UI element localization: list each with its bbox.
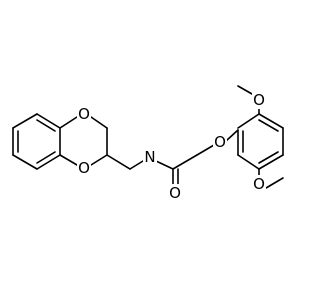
methoxy-oxygen-bottom-label: O xyxy=(253,175,265,193)
ring-oxygen-upper-label: O xyxy=(78,105,90,123)
bond-lines xyxy=(12,85,284,189)
carbonyl-oxygen-label: O xyxy=(169,184,181,202)
ether-oxygen-label: O xyxy=(214,133,226,151)
amide-nitrogen-label: N xyxy=(144,148,155,166)
ring-oxygen-lower-label: O xyxy=(78,159,90,177)
molecule-structure: O O N O O O O xyxy=(12,85,284,202)
atom-labels: O O N O O O O xyxy=(77,91,266,202)
methoxy-oxygen-top-label: O xyxy=(253,91,265,109)
